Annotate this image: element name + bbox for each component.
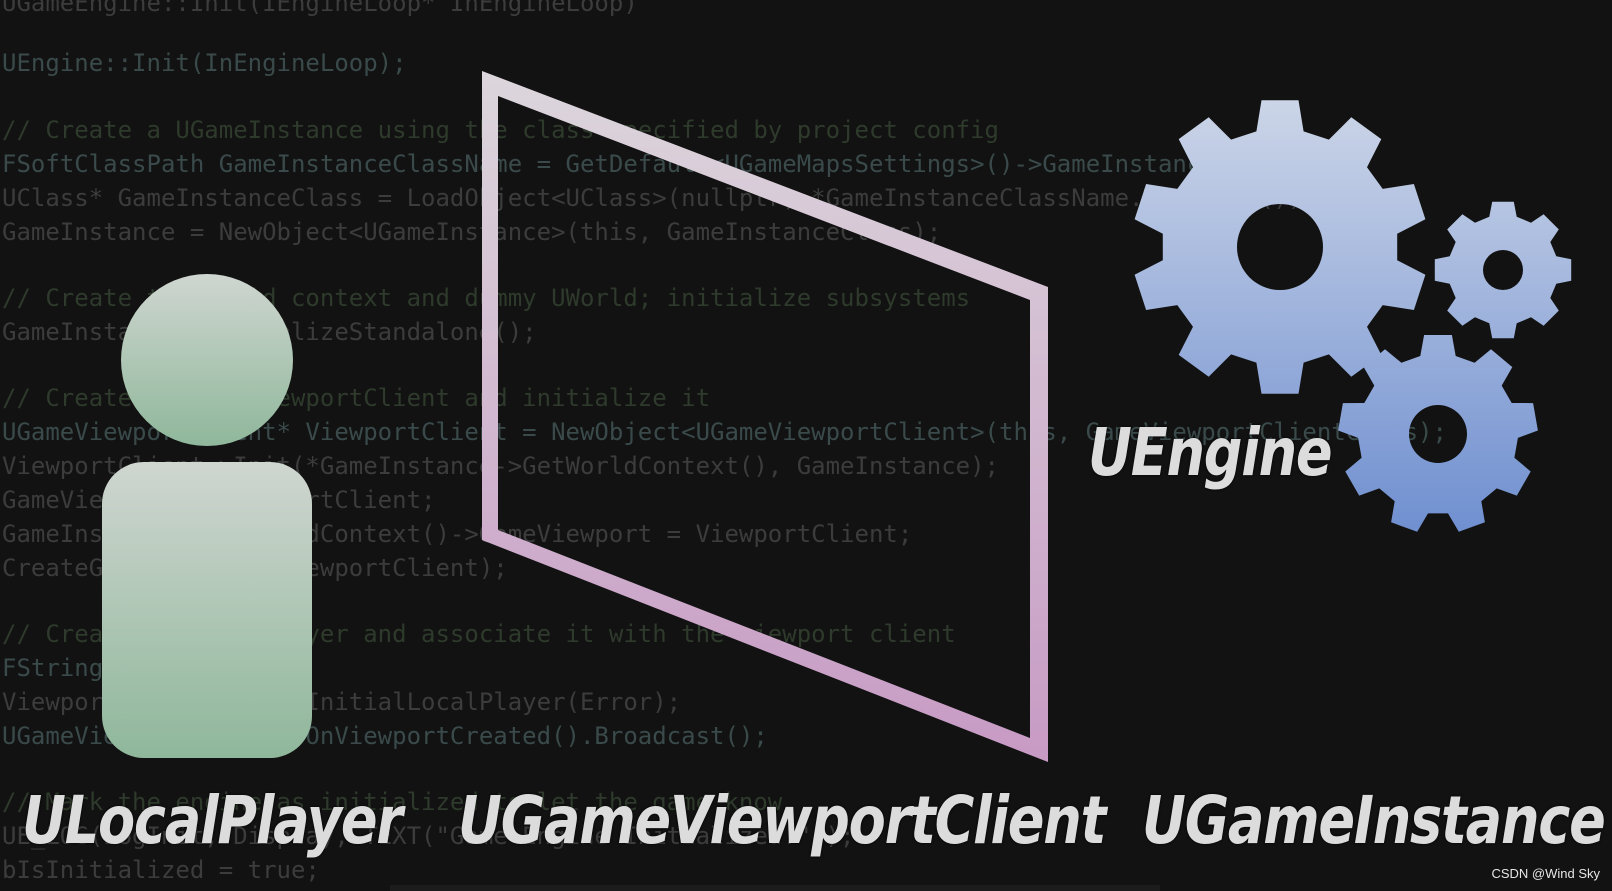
local-player-label: ULocalPlayer xyxy=(22,782,403,859)
code-line: UEngine::Init(InEngineLoop); xyxy=(2,49,407,77)
code-line: // Create a UGameViewportClient and init… xyxy=(2,384,711,412)
video-progress-strip xyxy=(390,885,1160,891)
gears-icon xyxy=(1134,100,1572,532)
person-icon xyxy=(102,274,312,758)
watermark: CSDN @Wind Sky xyxy=(1491,866,1600,881)
person-head xyxy=(121,274,293,446)
code-line: // Mark the engine as initialized to let… xyxy=(2,788,783,816)
code-line: UGameEngine::Init(IEngineLoop* InEngineL… xyxy=(2,0,638,17)
code-line: // Create a UGameInstance using the clas… xyxy=(2,116,999,144)
gear-small-icon xyxy=(1434,201,1572,339)
code-line: UE_LOG(LogInit, Display, TEXT("Game Engi… xyxy=(2,822,855,850)
person-body xyxy=(102,462,312,758)
viewport-frame-icon xyxy=(482,71,1048,762)
engine-label: UEngine xyxy=(1088,414,1333,491)
game-instance-label: UGameInstance xyxy=(1142,782,1606,859)
gear-large-icon xyxy=(1134,100,1426,394)
gear-medium-icon xyxy=(1338,335,1538,532)
code-line: bIsInitialized = true; xyxy=(2,856,320,884)
viewport-client-label: UGameViewportClient xyxy=(458,782,1106,859)
